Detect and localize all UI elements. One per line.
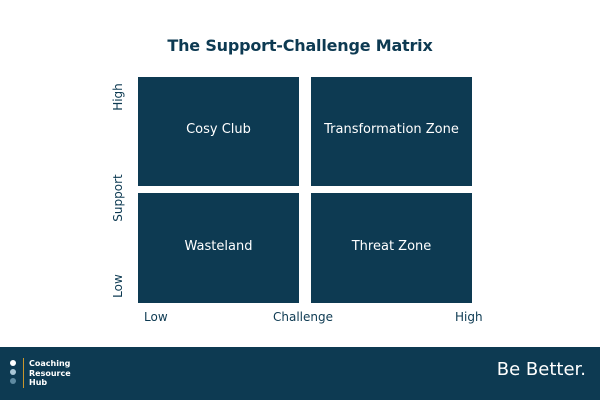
quadrant-label: Transformation Zone xyxy=(324,122,459,137)
quadrant-label: Cosy Club xyxy=(186,122,251,137)
quadrant-label: Wasteland xyxy=(184,238,253,254)
x-axis-high-label: High xyxy=(455,310,483,324)
quadrant-transformation-zone: Transformation Zone xyxy=(311,77,472,186)
logo-dots-icon xyxy=(10,360,18,387)
quadrant-label: Threat Zone xyxy=(351,238,432,254)
quadrant-wasteland: Wasteland xyxy=(138,193,299,303)
logo-line: Coaching xyxy=(29,359,71,368)
y-axis-high-label: High xyxy=(111,83,125,111)
y-axis-title: Support xyxy=(111,174,125,222)
quadrant-threat-zone: Threat Zone xyxy=(311,193,472,303)
x-axis-low-label: Low xyxy=(144,310,168,324)
brand-logo: Coaching Resource Hub xyxy=(29,359,71,388)
logo-line: Resource xyxy=(29,368,71,378)
logo-divider xyxy=(23,358,24,388)
footer-bar: Coaching Resource Hub Be Better. xyxy=(0,347,600,400)
tagline: Be Better. xyxy=(496,359,586,380)
page-title: The Support-Challenge Matrix xyxy=(167,36,433,55)
logo-line: Hub xyxy=(29,378,48,387)
quadrant-cosy-club: Cosy Club xyxy=(138,77,299,186)
x-axis-title: Challenge xyxy=(273,310,333,324)
